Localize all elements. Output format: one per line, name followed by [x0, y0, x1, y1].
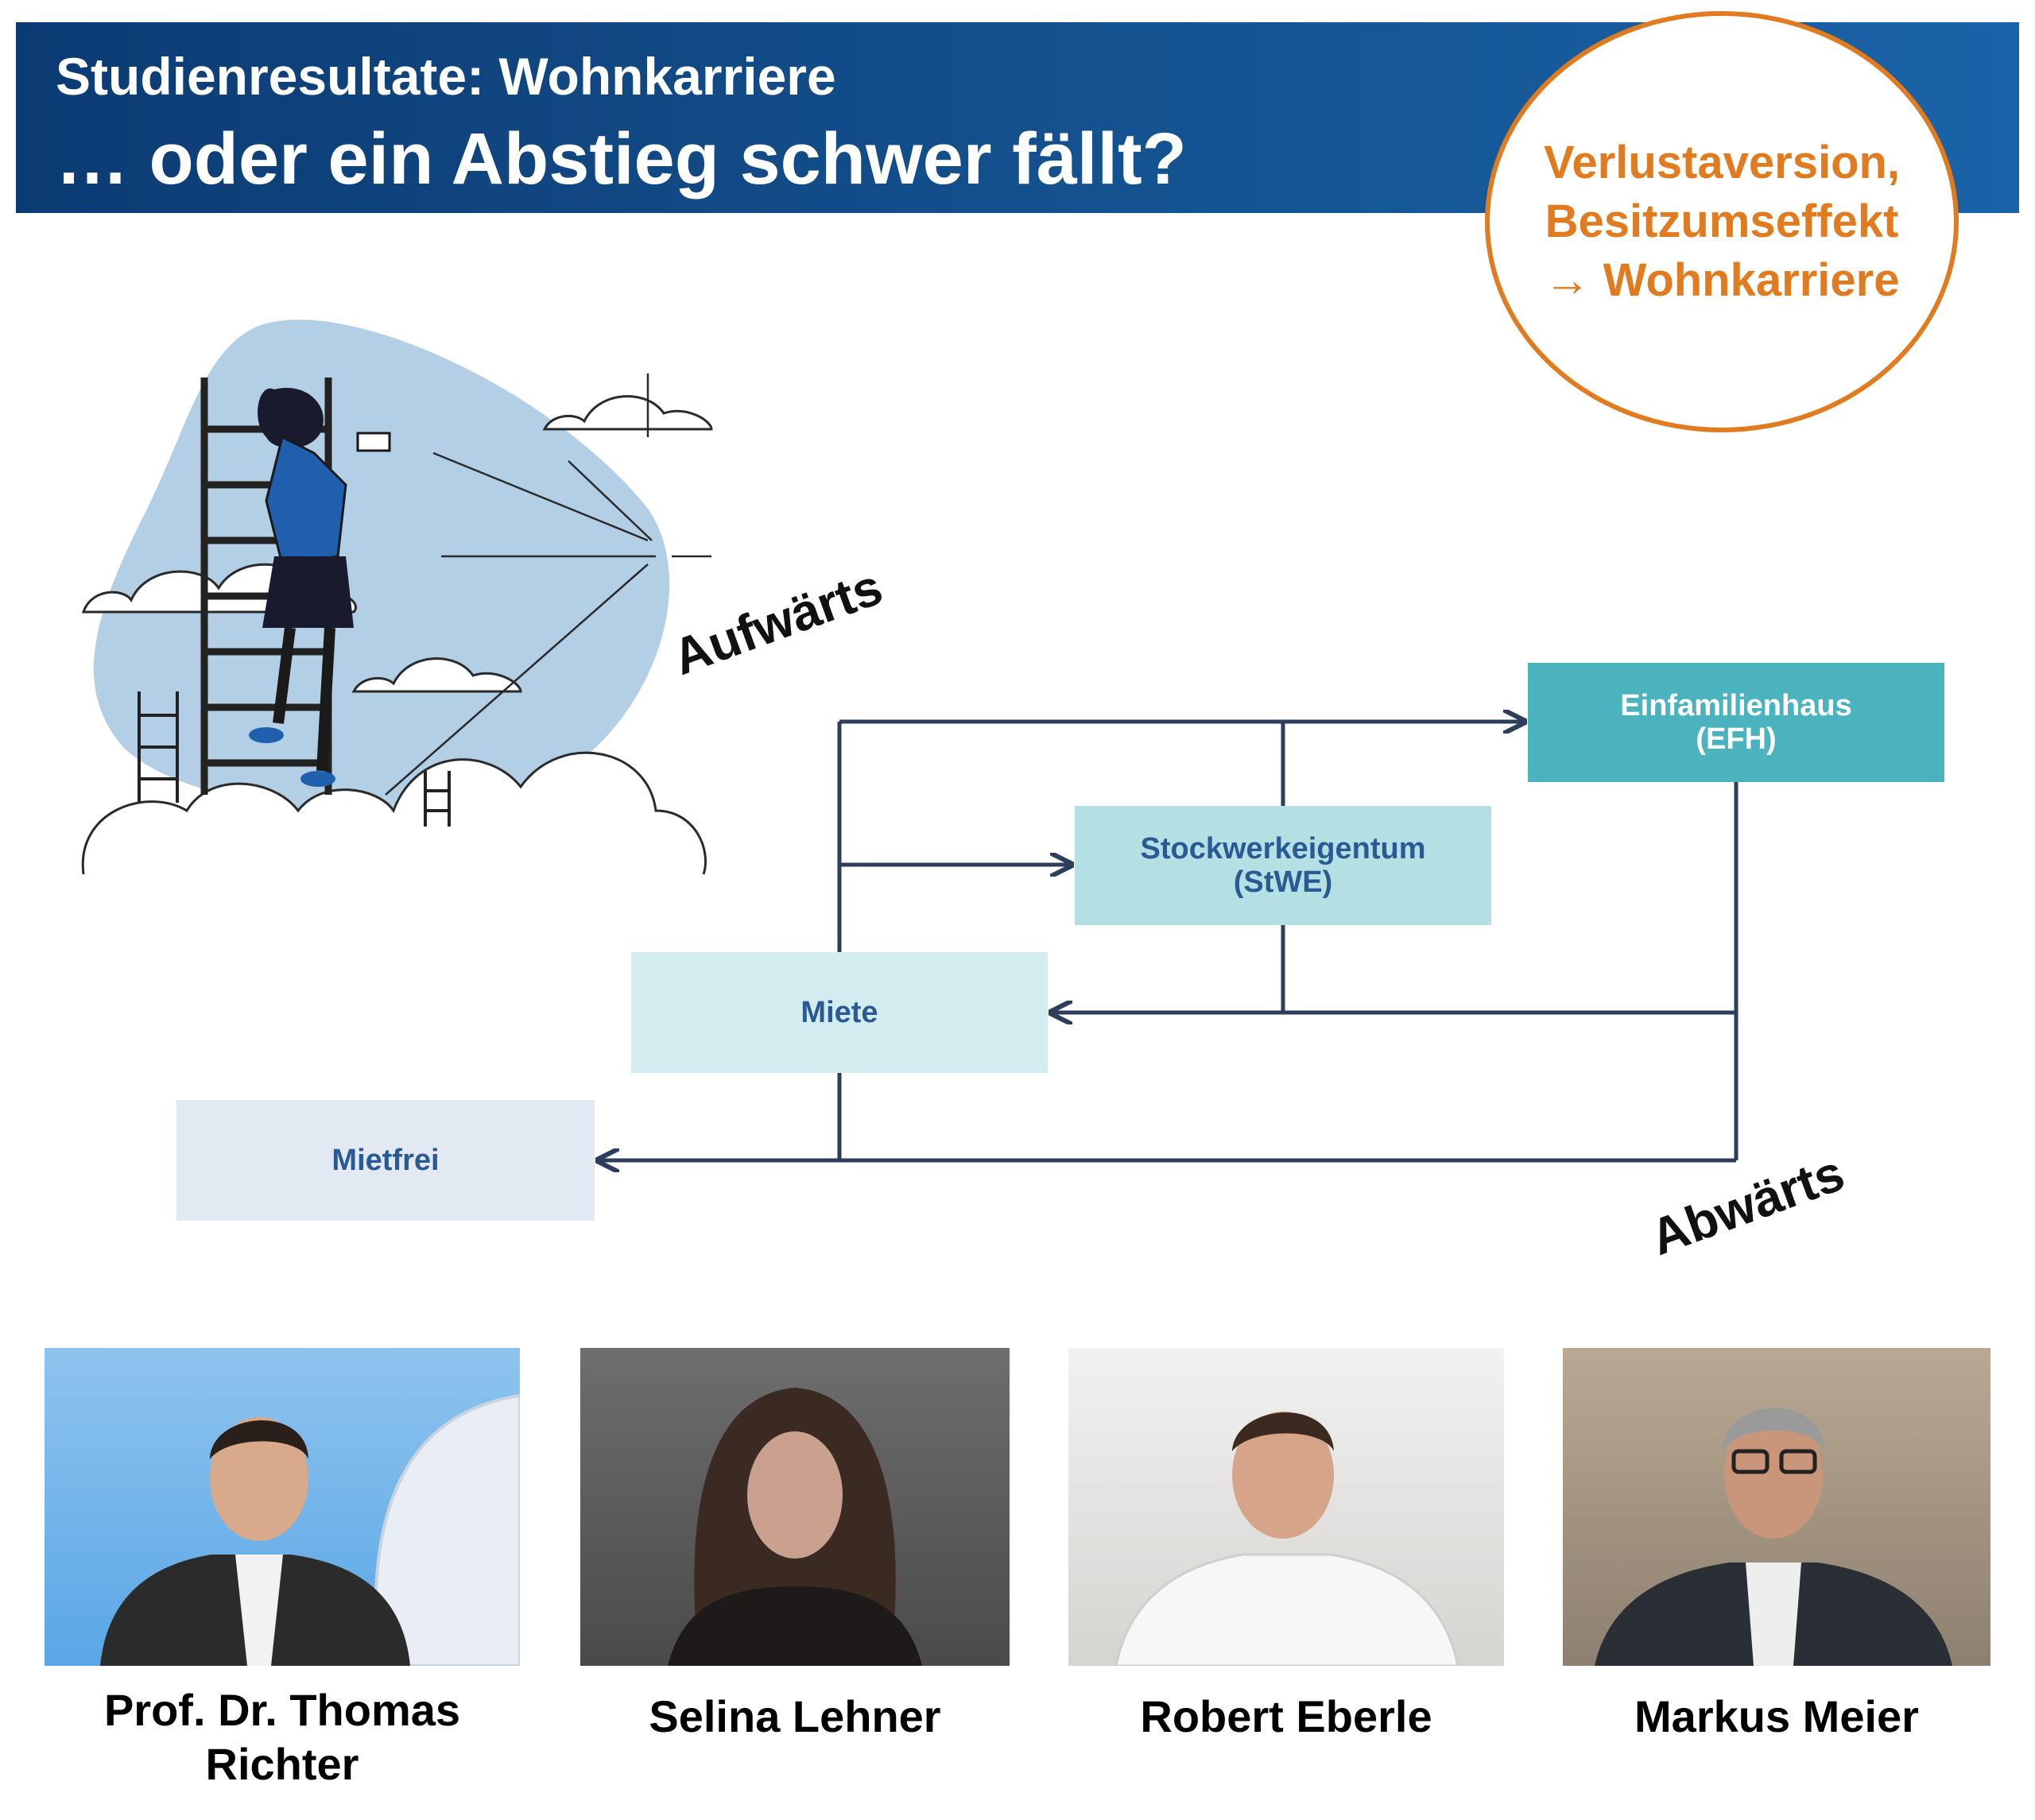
cloud-bottom [81, 751, 707, 875]
illustration-blob [93, 319, 670, 815]
callout-circle: Verlustaversion, Besitzumseffekt → Wohnk… [1485, 11, 1959, 432]
speaker-name-1-line-2: Richter [205, 1739, 359, 1789]
node-miete-label: Miete [800, 996, 878, 1029]
callout-line-1: Verlustaversion, [1543, 137, 1901, 188]
node-mietfrei-label: Mietfrei [331, 1144, 440, 1177]
sun-rays [385, 374, 711, 796]
node-miete: Miete [631, 952, 1048, 1073]
cloud-top-right [542, 395, 713, 431]
node-efh-line-1: Einfamilienhaus [1620, 689, 1852, 722]
speaker-name-2: Selina Lehner [580, 1690, 1010, 1744]
speaker-photo-1 [45, 1348, 520, 1666]
speaker-name-1-line-1: Prof. Dr. Thomas [103, 1685, 461, 1735]
speaker-photo-2 [580, 1348, 1010, 1666]
speaker-name-4-line-1: Markus Meier [1634, 1691, 1919, 1741]
ladder-binoculars-illustration [81, 319, 713, 875]
speaker-photo-4 [1563, 1348, 1990, 1666]
callout-line-3: → Wohnkarriere [1544, 254, 1900, 306]
woman-figure [249, 388, 391, 787]
node-stwe-line-1: Stockwerkeigentum [1140, 832, 1426, 865]
node-stockwerkeigentum: Stockwerkeigentum (StWE) [1075, 806, 1491, 925]
slide-subtitle: Studienresultate: Wohnkarriere [56, 47, 836, 106]
callout-line-2: Besitzumseffekt [1545, 196, 1899, 247]
cloud-small [351, 657, 522, 693]
speaker-photo-3 [1068, 1348, 1504, 1666]
node-mietfrei: Mietfrei [176, 1100, 595, 1221]
speaker-name-3-line-1: Robert Eberle [1140, 1691, 1432, 1741]
node-efh-line-2: (EFH) [1696, 722, 1777, 756]
slide-title: … oder ein Abstieg schwer fällt? [56, 118, 1187, 199]
speaker-name-2-line-1: Selina Lehner [649, 1691, 941, 1741]
speaker-name-1: Prof. Dr. Thomas Richter [45, 1683, 520, 1791]
speaker-name-3: Robert Eberle [1068, 1690, 1504, 1744]
node-stwe-line-2: (StWE) [1233, 865, 1333, 899]
speaker-name-4: Markus Meier [1563, 1690, 1990, 1744]
node-einfamilienhaus: Einfamilienhaus (EFH) [1528, 663, 1944, 782]
small-ladders [138, 691, 451, 827]
